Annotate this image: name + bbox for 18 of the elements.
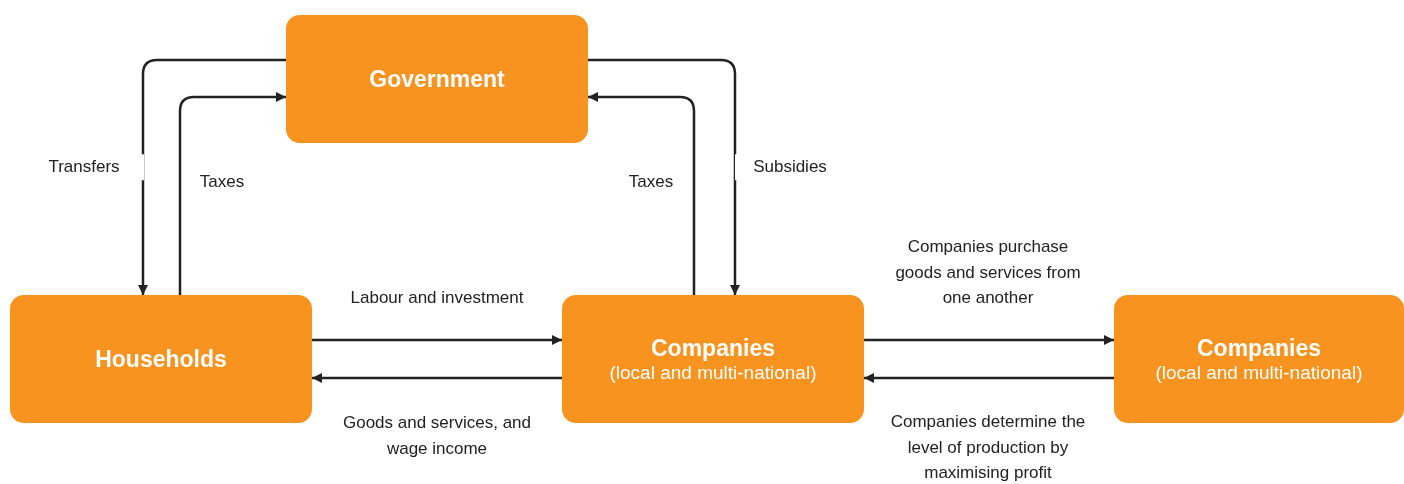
- arrow: [864, 335, 1114, 345]
- arrow: [138, 58, 286, 295]
- process-box: [10, 295, 312, 423]
- process-box: [286, 15, 588, 143]
- node-subtitle: (local and multi-national): [1155, 361, 1363, 384]
- node-title: Companies: [1197, 334, 1321, 362]
- process-box: [1114, 295, 1404, 423]
- arrow: [588, 92, 696, 295]
- arrow: [312, 373, 562, 383]
- arrow: [588, 58, 740, 295]
- arrow: [178, 92, 286, 295]
- process-box: [562, 295, 864, 423]
- node-subtitle: (local and multi-national): [609, 361, 817, 384]
- arrow: [864, 373, 1114, 383]
- node-title: Government: [369, 65, 505, 93]
- node-title: Companies: [651, 334, 775, 362]
- node-title: Households: [95, 345, 227, 373]
- arrow: [312, 335, 562, 345]
